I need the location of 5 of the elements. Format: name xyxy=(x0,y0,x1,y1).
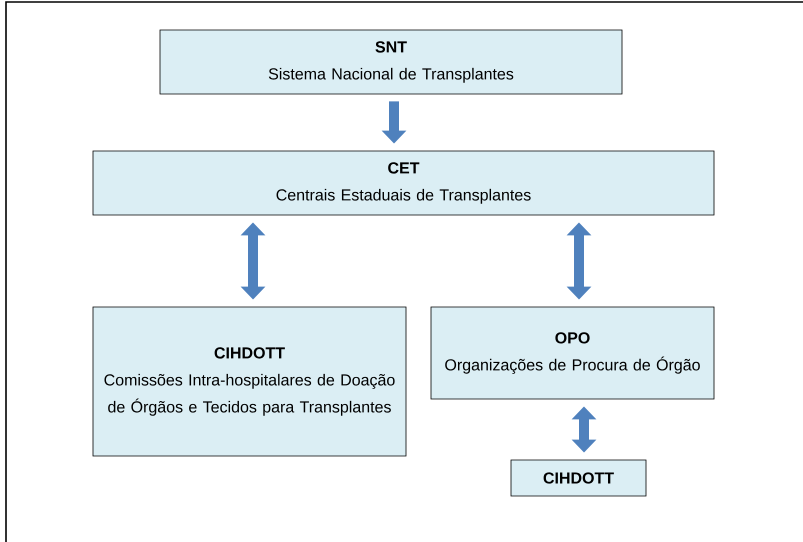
org-box: OPO Organizações de Procura de Órgão xyxy=(430,306,714,400)
org-box: SNT Sistema Nacional de Transplantes xyxy=(160,30,622,94)
org-box: CIHDOTT xyxy=(510,460,646,496)
org-box: CET Centrais Estaduais de Transplantes xyxy=(92,150,714,216)
org-box: CIHDOTT Comissões Intra-hospitalares de Doação de Órgãos e Tecidos para Transplantes xyxy=(92,306,406,456)
